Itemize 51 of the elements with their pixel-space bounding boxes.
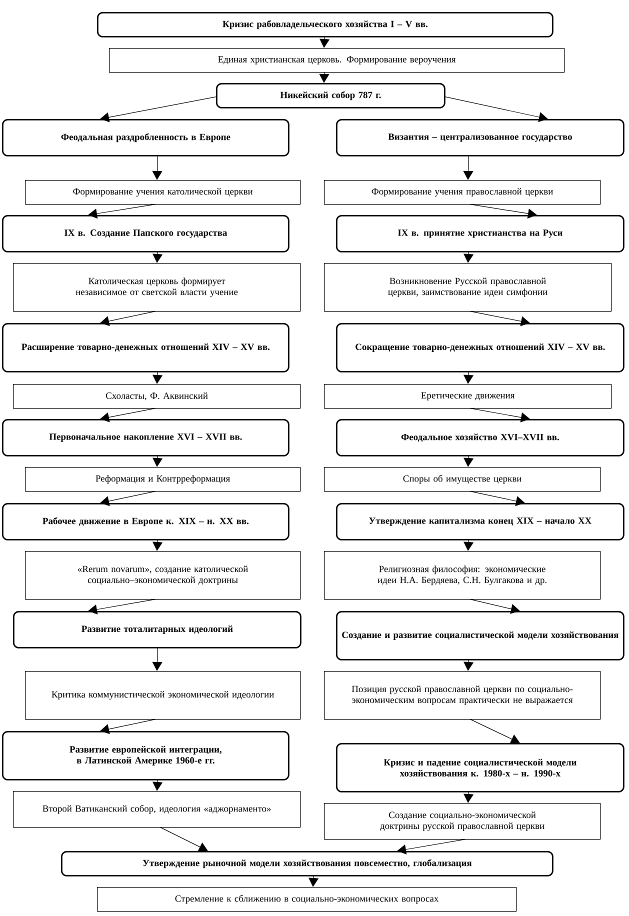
- arrow: [160, 827, 208, 852]
- event-box: Создание и развитие социалистической модели хозяйствования: [336, 611, 624, 660]
- arrow: [152, 455, 163, 467]
- event-box: Феодальная раздробленность в Европе: [2, 119, 290, 156]
- event-box: Развитие тоталитарных идеологий: [13, 611, 302, 648]
- event-box: Византия – централизованное государство: [336, 119, 624, 156]
- description-box: Формирование учения католической церкви: [25, 180, 301, 205]
- description-box: Схоласты, Ф. Аквинский: [13, 384, 301, 409]
- event-box: Рабочее движение в Европе к. XIX – н. XX вв.: [2, 503, 290, 540]
- arrow: [464, 791, 474, 803]
- event-box: IX в. Создание Папского государства: [2, 215, 290, 252]
- event-box: Кризис и падение социалистической модели хозяйствования к. 1980-х – н. 1990-х: [336, 743, 624, 792]
- arrow: [152, 155, 162, 180]
- description-box: Создание социально-экономической доктрины русской православной церкви: [324, 803, 601, 840]
- event-box: Никейский собор 787 г.: [216, 83, 446, 108]
- description-box: Католическая церковь формирует независимое от светской власти учение: [13, 263, 301, 312]
- description-box: Реформация и Контрреформация: [25, 467, 301, 492]
- arrow: [152, 779, 163, 791]
- arrow: [100, 96, 217, 122]
- arrow: [464, 251, 474, 263]
- event-box: Первоначальное накопление XVI – XVII вв.: [2, 419, 290, 456]
- arrow: [464, 455, 474, 467]
- arrow: [464, 659, 474, 671]
- event-box: Кризис рабовладельческого хозяйства I – V вв.: [97, 12, 554, 38]
- arrow: [320, 36, 330, 48]
- arrow: [319, 72, 330, 83]
- description-box: Второй Ватиканский собор, идеология «аджорнаменто»: [13, 791, 301, 828]
- description-box: Еретические движения: [324, 384, 612, 409]
- description-box: Единая христианская церковь. Формирование вероучения: [109, 48, 565, 73]
- event-box: Утверждение капитализма конец XIX – начало XX: [336, 503, 624, 540]
- description-box: Критика коммунистической экономической идеологии: [25, 671, 301, 720]
- arrow: [152, 647, 162, 671]
- arrow: [152, 539, 163, 551]
- description-box: Возникновение Русской православной церкви, заимствование идеи симфонии: [324, 263, 612, 312]
- event-box: Сокращение товарно-денежных отношений XIV – XV вв.: [336, 323, 624, 372]
- event-box: Развитие европейской интеграции, в Латинской Америке 1960-е гг.: [2, 731, 290, 780]
- description-box: Споры об имуществе церкви: [324, 467, 601, 492]
- description-box: «Rerum novarum», создание католической социально–экономической доктрины: [25, 551, 301, 600]
- event-box: Утверждение рыночной модели хозяйствования повсеместно, глобализация: [61, 851, 554, 876]
- event-box: Феодальное хозяйство XVI–XVII вв.: [336, 419, 624, 456]
- arrow: [470, 719, 520, 744]
- arrow: [464, 539, 474, 551]
- description-box: Позиция русской православной церкви по социально-экономическим вопросам практически не выражается: [324, 671, 601, 720]
- arrow: [308, 875, 319, 887]
- arrow: [463, 155, 474, 180]
- description-box: Религиозная философия: экономические идеи Н.А. Бердяева, С.Н. Булгакова и др.: [324, 551, 601, 600]
- description-box: Формирование учения православной церкви: [324, 180, 601, 205]
- event-box: Расширение товарно-денежных отношений XIV – XV вв.: [2, 323, 290, 372]
- arrow: [152, 251, 163, 263]
- description-box: Стремление к сближению в социально-экономических вопросах: [97, 887, 517, 912]
- event-box: IX в. принятие христианства на Руси: [336, 215, 624, 252]
